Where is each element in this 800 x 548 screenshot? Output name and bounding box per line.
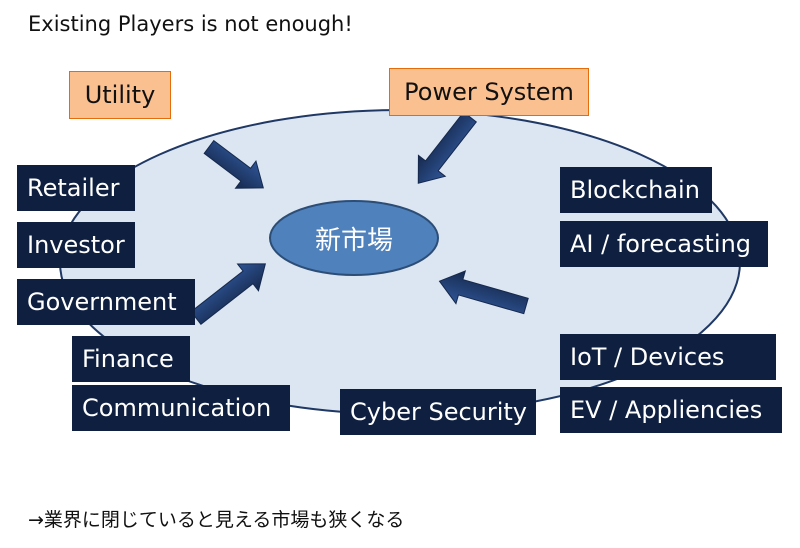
footer-note: →業界に閉じていると見える市場も狭くなる (28, 509, 405, 531)
communication-box: Communication (72, 385, 290, 431)
arrow-from-utility (203, 139, 264, 189)
utility-box: Utility (69, 71, 171, 119)
new-market-ellipse (269, 200, 439, 276)
investor-box: Investor (17, 222, 135, 268)
arrow-from-power-system (417, 111, 478, 184)
government-box: Government (17, 279, 195, 325)
page-title: Existing Players is not enough! (28, 12, 353, 36)
arrow-from-iot (438, 270, 529, 315)
new-market-label: 新市場 (314, 225, 393, 256)
iot-devices-box: IoT / Devices (560, 334, 776, 380)
cyber-security-box: Cyber Security (340, 389, 536, 435)
ev-appliencies-box: EV / Appliencies (560, 387, 782, 433)
blockchain-box: Blockchain (560, 167, 712, 213)
ai-forecasting-box: AI / forecasting (560, 221, 768, 267)
power-system-box: Power System (389, 68, 589, 116)
retailer-box: Retailer (17, 165, 135, 211)
finance-box: Finance (72, 336, 190, 382)
arrow-from-government (190, 263, 266, 326)
